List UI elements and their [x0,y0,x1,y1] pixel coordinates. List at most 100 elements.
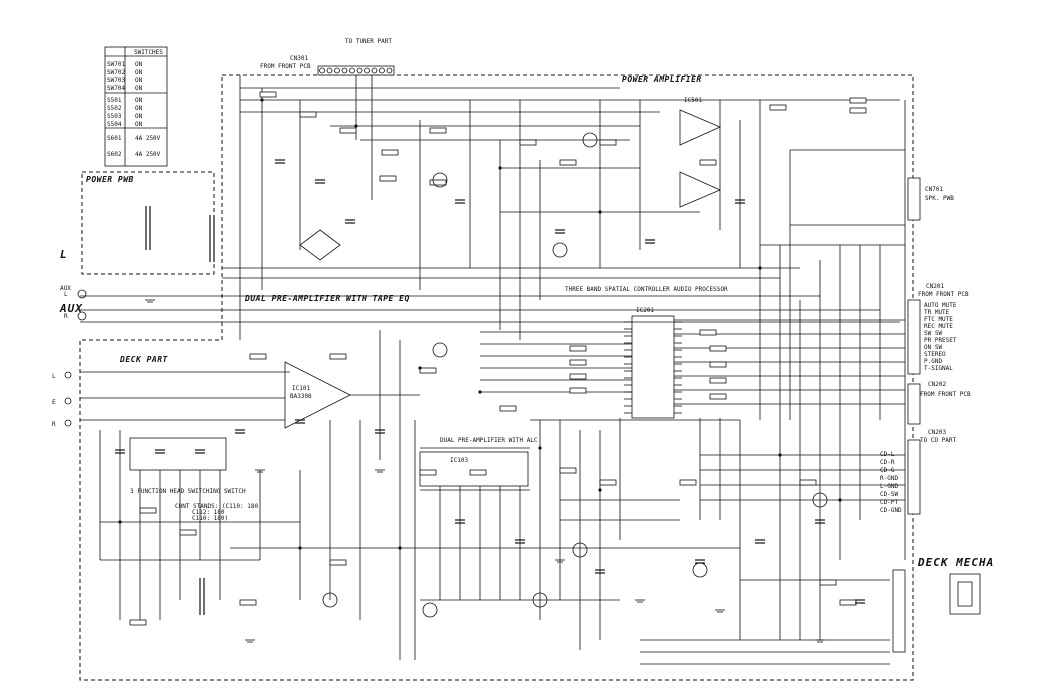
resistor [569,359,587,366]
legend-ref: S502 [107,105,122,112]
svg-text:R: R [64,313,68,320]
resistor [799,479,817,486]
connector-pin [341,67,348,74]
svg-text:FROM FRONT PCB: FROM FRONT PCB [918,291,969,298]
legend-pos: ON [135,77,143,84]
section-title-head-switch: 3 FUNCTION HEAD SWITCHING SWITCH [130,488,246,495]
legend-header: SWITCHES [134,49,163,56]
svg-text:CD-PT: CD-PT [880,499,898,506]
legend-ref: S602 [107,151,122,158]
resistor [569,345,587,352]
junction-dot [498,166,502,170]
section-title-power-pwb: POWER PWB [86,175,134,184]
resistor [769,104,787,111]
legend-pos: ON [135,85,143,92]
head-switch-block: CONT STANDS: (C110: 180 C112: 180 C110: … [129,437,258,522]
svg-text:TR MUTE: TR MUTE [924,309,950,316]
connector-cn301: CN301 FROM FRONT PCB TO TUNER PART [260,38,395,76]
svg-text:L: L [52,373,56,380]
resistor [699,159,717,166]
section-title-three-band: THREE BAND SPATIAL CONTROLLER AUDIO PROC… [565,286,728,293]
resistor [709,361,727,368]
ic201-audio-processor: IC201 [624,307,682,419]
resistor [339,127,357,134]
resistor [429,179,447,186]
svg-text:FROM FRONT PCB: FROM FRONT PCB [260,63,311,70]
svg-text:CN701: CN701 [925,186,943,193]
wiring [80,75,906,665]
svg-text:T-SIGNAL: T-SIGNAL [924,365,953,372]
connector-pin [371,67,378,74]
junction-dot [118,520,122,524]
svg-text:R: R [52,421,56,428]
connector-pin [364,67,370,74]
connector-pin [349,67,355,74]
junction-dot [354,124,358,128]
svg-text:CD-GND: CD-GND [880,507,902,514]
transistor [432,172,448,188]
legend-pos: ON [135,121,143,128]
aux-input-jacks: L AUX L AUX R [59,248,87,321]
resistor [679,479,697,486]
oscillator-coil [199,578,205,615]
resistor [469,469,487,476]
transistor [582,132,598,148]
power-transformer [145,206,215,262]
svg-text:P.GND: P.GND [924,358,942,365]
junction-dot [758,266,762,270]
svg-text:CD-R: CD-R [880,459,895,466]
transistor [692,562,708,578]
svg-text:FTC MUTE: FTC MUTE [924,316,953,323]
transistor [572,542,588,558]
resistor [599,139,617,146]
svg-text:FROM FRONT PCB: FROM FRONT PCB [920,391,971,398]
resistor [599,479,617,486]
svg-text:IC501: IC501 [684,97,702,104]
legend-ref: SW702 [107,69,125,76]
svg-text:IC103: IC103 [450,457,468,464]
power-pwb-outline [81,171,215,275]
ic103-alc-amplifier: IC103 [419,451,529,487]
resistor [419,367,437,374]
svg-text:IC201: IC201 [636,307,654,314]
resistor [559,467,577,474]
section-title-dual-pre-amp-eq: DUAL PRE-AMPLIFIER WITH TAPE EQ [244,294,410,303]
resistor [519,139,537,146]
resistor [379,175,397,182]
svg-text:CONT STANDS: (C110: 180: CONT STANDS: (C110: 180 [175,503,258,510]
svg-text:TO TUNER PART: TO TUNER PART [345,38,392,45]
resistor [299,111,317,118]
svg-text:ON SW: ON SW [924,344,942,351]
legend-pos: 4A 250V [135,135,161,142]
svg-text:CD-G: CD-G [880,467,895,474]
switch-legend-table: SWITCHES SW701 ON SW702 ON SW703 ON SW70… [104,46,168,167]
resistor [849,107,867,114]
svg-text:CN202: CN202 [928,381,946,388]
junction-dot [598,210,602,214]
transistor [552,242,568,258]
svg-text:SW SW: SW SW [924,330,942,337]
svg-text:CN201: CN201 [926,283,944,290]
connector-pin [334,67,340,74]
resistor [709,345,727,352]
svg-text:E: E [52,399,56,406]
legend-ref: SW701 [107,61,125,68]
junction-dot [398,546,402,550]
resistor [839,599,857,606]
legend-ref: SW703 [107,77,125,84]
resistor [259,91,277,98]
connector-pin [379,67,385,74]
junction-dot [538,446,542,450]
transistor [322,592,338,608]
connector-deck-mecha [892,569,981,653]
resistor [329,353,347,360]
transistor [532,592,548,608]
svg-text:CN301: CN301 [290,55,308,62]
connector-cn201: CN201 FROM FRONT PCB AUTO MUTE TR MUTE F… [907,283,969,375]
legend-ref: S501 [107,97,122,104]
junction-dot [838,498,842,502]
resistor [329,559,347,566]
connector-cn202: CN202 FROM FRONT PCB [907,381,971,425]
legend-ref: S504 [107,121,122,128]
